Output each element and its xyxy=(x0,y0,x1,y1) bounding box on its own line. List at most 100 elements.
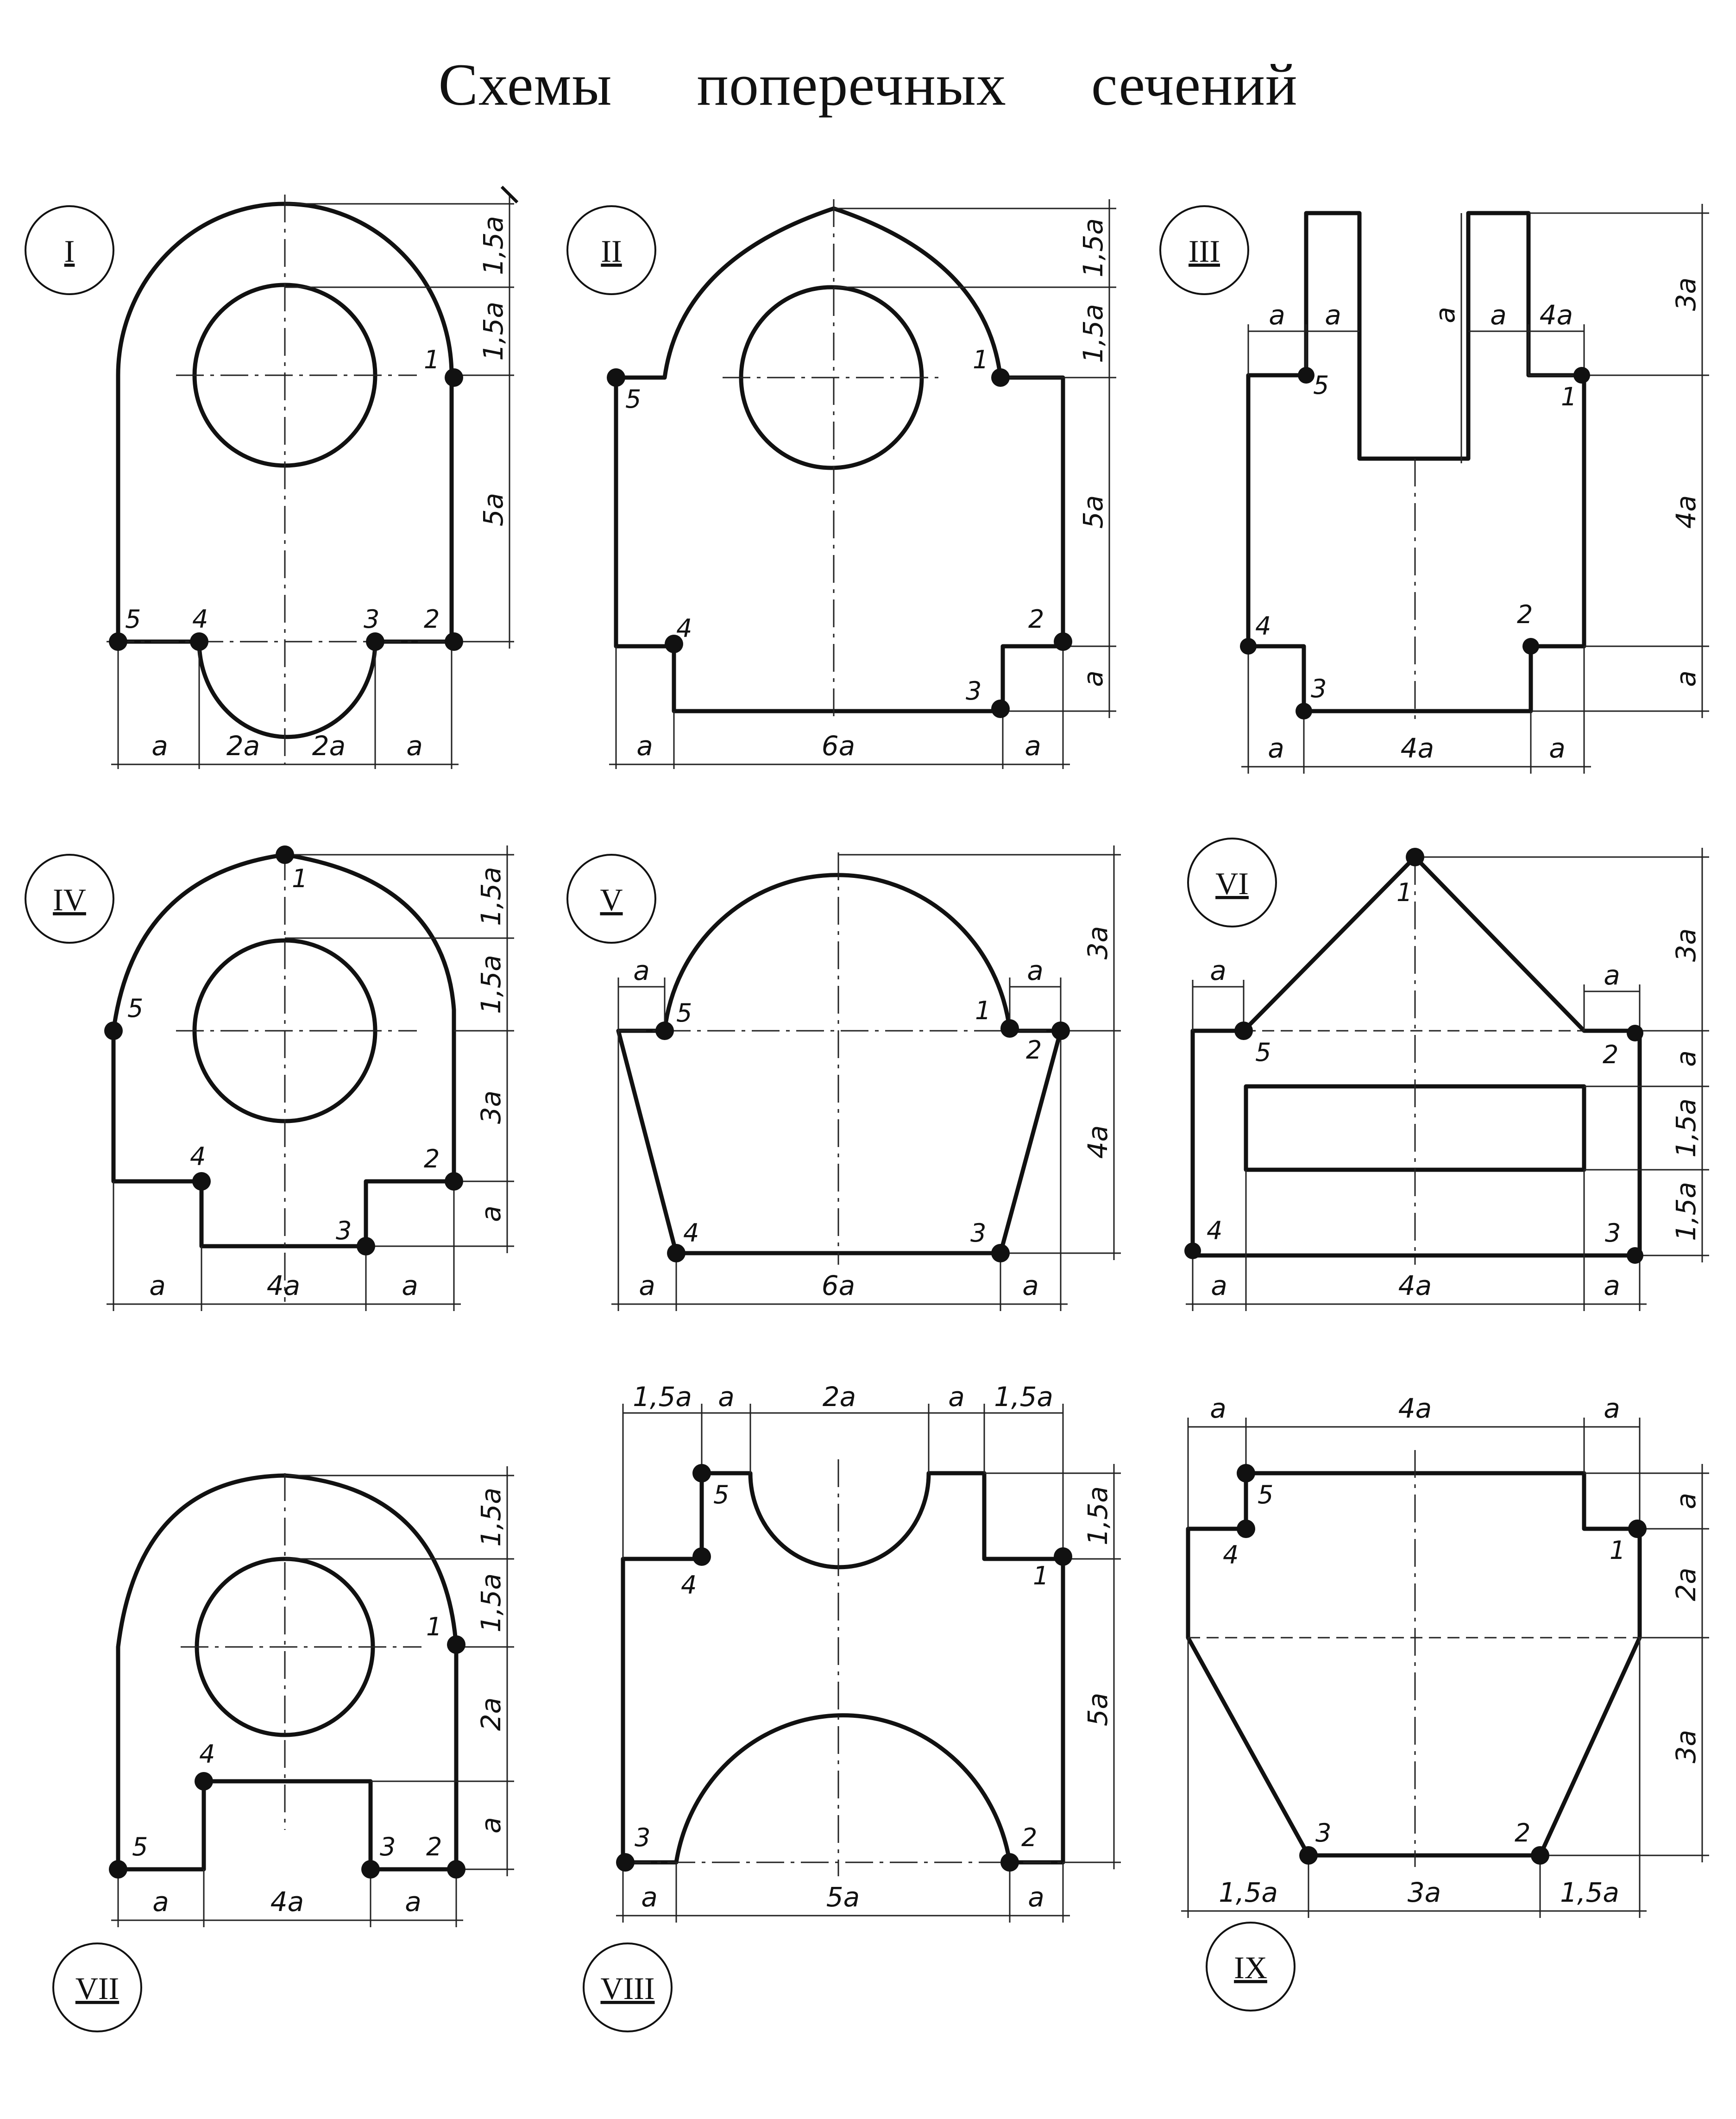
section-outline xyxy=(616,873,1063,1255)
dimension-label: 1,5a xyxy=(1219,1877,1278,1908)
scheme-IV: IV 1,5a 1,5a 3a a a 4a a 1 2 3 4 5 xyxy=(25,845,514,1311)
point-marker xyxy=(104,1022,123,1040)
point-label: 3 xyxy=(1605,1218,1621,1248)
point-marker xyxy=(607,368,625,387)
point-marker xyxy=(190,632,208,651)
point-marker xyxy=(1000,1019,1019,1038)
scheme-numeral: VI xyxy=(1215,866,1249,901)
point-label: 2 xyxy=(424,1144,440,1173)
page-title: Схемы поперечных сечений xyxy=(438,52,1298,118)
point-marker xyxy=(1234,1022,1253,1040)
dimension-label: a xyxy=(1670,670,1702,687)
dimension-label: 4a xyxy=(1540,299,1573,331)
dimension-label: 2a xyxy=(226,730,260,762)
dimension-label: a xyxy=(1429,307,1461,323)
dimension-label: 1,5a xyxy=(994,1381,1053,1413)
point-label: 1 xyxy=(1396,878,1412,907)
point-label: 5 xyxy=(127,994,143,1023)
dimension-label: 6a xyxy=(822,1270,855,1301)
dimension-label: 1,5a xyxy=(1560,1877,1619,1908)
dimension-label: 3a xyxy=(1670,1730,1702,1763)
dimension-label: a xyxy=(1670,1050,1702,1067)
dimension-lines xyxy=(616,1404,1121,1923)
dimension-label: a xyxy=(1269,299,1285,331)
point-marker xyxy=(1000,1853,1019,1872)
scheme-numeral: III xyxy=(1189,233,1220,269)
scheme-badge xyxy=(566,854,656,944)
dimension-label: 1,5a xyxy=(1077,304,1109,363)
dimension-label: a xyxy=(1077,670,1109,687)
dimension-label: 1,5a xyxy=(1082,1486,1113,1545)
scheme-III: III 3a 4a a a a a 4a a a 4a a 1 2 3 4 5 xyxy=(1159,204,1709,774)
point-marker xyxy=(1627,1247,1643,1264)
point-marker xyxy=(1531,1846,1549,1865)
dimension-label: a xyxy=(641,1881,658,1913)
dimension-lines xyxy=(1181,1418,1709,1918)
scheme-numeral: IV xyxy=(53,882,86,917)
point-label: 5 xyxy=(132,1832,148,1861)
section-outline xyxy=(111,852,456,1249)
point-label: 2 xyxy=(426,1832,442,1861)
dimension-label: 5a xyxy=(1077,495,1109,529)
dimension-label: a xyxy=(1490,299,1507,331)
point-marker xyxy=(692,1464,711,1482)
dimension-label: 5a xyxy=(1082,1693,1113,1726)
scheme-numeral: V xyxy=(600,882,623,917)
point-marker xyxy=(665,635,683,653)
point-marker xyxy=(1184,1242,1201,1259)
dimension-label: 1,5a xyxy=(475,955,507,1014)
scheme-badge xyxy=(1206,1922,1296,2012)
scheme-VI: VI 3a a 1,5a 1,5a a a a 4a a 1 2 3 4 5 xyxy=(1184,838,1709,1311)
point-marker xyxy=(447,1635,465,1654)
point-label: 1 xyxy=(424,345,440,374)
point-marker xyxy=(195,1772,213,1791)
dimension-label: a xyxy=(1025,730,1041,762)
point-label: 4 xyxy=(681,1570,697,1600)
scheme-badge xyxy=(1159,205,1249,295)
point-marker xyxy=(1296,703,1312,719)
point-label: 5 xyxy=(713,1480,729,1509)
dimension-label: a xyxy=(149,1270,166,1301)
point-label: 4 xyxy=(192,605,208,634)
dimension-label: 5a xyxy=(826,1881,860,1913)
point-marker xyxy=(616,1853,635,1872)
point-marker xyxy=(1628,1520,1647,1538)
point-marker xyxy=(1240,638,1257,655)
point-marker xyxy=(445,632,463,651)
point-label: 1 xyxy=(1033,1561,1049,1590)
section-outline xyxy=(621,1471,1065,1865)
dimension-label: a xyxy=(405,1886,421,1917)
scheme-badge xyxy=(566,205,656,295)
section-outline xyxy=(1190,855,1642,1258)
dimension-label: a xyxy=(1549,732,1566,764)
point-label: 5 xyxy=(1258,1480,1273,1509)
dimension-label: 3a xyxy=(1670,928,1702,962)
dimension-label: 4a xyxy=(267,1270,300,1301)
dimension-label: a xyxy=(151,730,168,762)
dimension-label: 5a xyxy=(478,493,509,526)
point-label: 4 xyxy=(1207,1216,1222,1245)
dimension-label: 4a xyxy=(1398,1270,1432,1301)
point-marker xyxy=(1573,367,1590,384)
dimension-label: a xyxy=(1022,1270,1039,1301)
dimension-label: a xyxy=(639,1270,655,1301)
section-outline xyxy=(1186,1471,1642,1858)
scheme-numeral: I xyxy=(64,233,75,269)
dimension-label: a xyxy=(718,1381,735,1413)
scheme-II: II 1,5a 1,5a 5a a a 6a a 1 2 3 4 5 xyxy=(566,199,1116,769)
point-label: 3 xyxy=(380,1832,396,1861)
point-marker xyxy=(109,1860,127,1879)
dimension-label: 1,5a xyxy=(1670,1182,1702,1241)
point-marker xyxy=(1298,367,1315,384)
point-marker xyxy=(445,368,463,387)
dimension-lines xyxy=(1241,204,1709,774)
section-outline xyxy=(614,206,1065,713)
section-outline xyxy=(116,1473,459,1872)
dimension-label: 2a xyxy=(312,730,346,762)
dimension-label: 4a xyxy=(270,1886,304,1917)
point-label: 2 xyxy=(424,605,440,634)
point-label: 2 xyxy=(1603,1040,1618,1069)
dimension-lines xyxy=(107,845,514,1311)
point-marker xyxy=(692,1547,711,1566)
